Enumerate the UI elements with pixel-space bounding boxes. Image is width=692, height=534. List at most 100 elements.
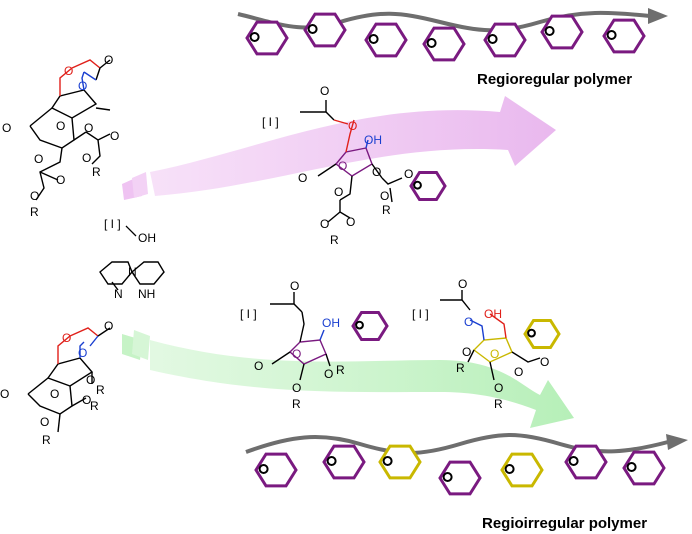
top-polymer-units <box>245 12 646 62</box>
bottom-int2-o4: O <box>462 345 471 359</box>
top-ring-unit-7 <box>602 18 646 54</box>
top-monomer-o6: O <box>110 129 119 143</box>
top-reaction-arrow <box>122 96 556 200</box>
bottom-ring-unit-3-hexagon <box>378 444 422 480</box>
tbd-n2: N <box>114 287 123 301</box>
top-intermediate-ring-symbol <box>409 171 447 201</box>
bottom-monomer-o2: O <box>104 319 113 333</box>
bottom-monomer <box>27 327 111 433</box>
bottom-ring-unit-4-hexagon <box>438 460 482 496</box>
bottom-int2-ring <box>523 319 561 349</box>
bottom-ring-unit-4 <box>438 460 482 496</box>
top-monomer-r1: R <box>92 165 101 179</box>
top-int-o1: O <box>320 84 329 98</box>
bottom-int1-r1: R <box>336 363 345 377</box>
bottom-int1-o5: O <box>292 381 301 395</box>
top-ring-unit-4-hexagon <box>422 26 466 62</box>
bottom-int2-o2: O <box>464 315 473 329</box>
bottom-chain-arrowhead <box>666 434 688 450</box>
top-monomer-o9: O <box>56 173 65 187</box>
bottom-int1-o2: O <box>292 347 301 361</box>
top-ring-unit-3 <box>364 22 408 58</box>
bottom-int2-o6: O <box>540 355 549 369</box>
top-monomer-o4: O <box>56 119 65 133</box>
top-ring-unit-7-hexagon <box>602 18 646 54</box>
bottom-intermediate-purple <box>270 292 331 381</box>
top-ring-unit-5-oxygen <box>487 34 498 44</box>
bottom-ring-unit-2 <box>322 444 366 480</box>
top-ring-unit-6-oxygen <box>544 26 555 36</box>
top-ring-unit-2 <box>303 12 347 48</box>
bottom-int2-o5: O <box>514 365 523 379</box>
top-ring-unit-6-hexagon <box>540 14 584 50</box>
bottom-monomer-o3: O <box>78 346 87 360</box>
bottom-intermediate-yellow <box>440 290 541 381</box>
bottom-int2-r1: R <box>456 361 465 375</box>
top-int-oh: OH <box>364 133 382 147</box>
top-ring-unit-6 <box>540 14 584 50</box>
bottom-int1-ring-oxygen <box>355 320 364 330</box>
top-int-o6: O <box>380 189 389 203</box>
top-monomer-o5: O <box>84 121 93 135</box>
top-int-o8: O <box>334 185 343 199</box>
bottom-ring-unit-2-hexagon <box>322 444 366 480</box>
bottom-int2-o1: O <box>458 277 467 291</box>
top-monomer-o10: O <box>30 189 39 203</box>
bottom-ring-unit-5-oxygen <box>504 464 515 474</box>
top-int-ring <box>409 171 447 201</box>
bottom-int1-ring-hexagon <box>351 311 389 341</box>
top-ring-unit-1 <box>245 20 289 56</box>
bottom-ring-unit-1-hexagon <box>254 452 298 488</box>
bottom-int2-ring-oxygen <box>527 328 536 338</box>
top-monomer-o11: O <box>2 121 11 135</box>
catalyst-tbd <box>99 261 165 291</box>
top-int-r2: R <box>330 233 339 247</box>
top-int-o7: O <box>298 171 307 185</box>
top-ring-unit-7-oxygen <box>606 30 617 40</box>
top-monomer-r2: R <box>30 205 39 219</box>
top-ring-unit-2-oxygen <box>307 24 318 34</box>
bottom-monomer-r3: R <box>42 433 51 447</box>
top-monomer-o8: O <box>34 152 43 166</box>
top-ring-unit-5-hexagon <box>483 22 527 58</box>
bottom-int2-ring-hexagon <box>523 319 561 349</box>
bottom-ring-unit-6-hexagon <box>564 444 608 480</box>
bottom-ring-unit-7-hexagon <box>622 450 666 486</box>
top-int-o5: O <box>404 167 413 181</box>
top-int-o2: O <box>348 119 357 133</box>
bottom-monomer-o8: O <box>40 415 49 429</box>
bottom-int1-initiator: [ I ] <box>240 307 257 321</box>
top-monomer-o2: O <box>104 53 113 67</box>
top-monomer-o7: O <box>82 151 91 165</box>
top-monomer-o1: O <box>64 64 73 78</box>
bottom-ring-unit-3 <box>378 444 422 480</box>
bottom-ring-unit-7 <box>622 450 666 486</box>
top-int-o3: O <box>338 159 347 173</box>
tbd-n: N <box>128 265 137 279</box>
initiator-bracket: [ I ] <box>104 217 121 231</box>
top-intermediate <box>300 100 403 223</box>
top-int-o4: O <box>372 165 381 179</box>
top-monomer <box>29 59 111 201</box>
bottom-reaction-arrow <box>122 330 574 428</box>
bottom-ring-unit-6-oxygen <box>568 456 579 466</box>
top-ring-unit-5 <box>483 22 527 58</box>
top-int-o9: O <box>346 215 355 229</box>
bottom-monomer-r2: R <box>90 399 99 413</box>
bottom-intermediate-yellow-ring-symbol <box>523 319 561 349</box>
top-int-initiator: [ I ] <box>262 115 279 129</box>
initiator: [ I ] OH <box>104 217 156 245</box>
bottom-ring-unit-1 <box>254 452 298 488</box>
bottom-monomer-r1: R <box>96 383 105 397</box>
top-ring-unit-2-hexagon <box>303 12 347 48</box>
bottom-int2-o3: O <box>490 347 499 361</box>
bottom-monomer-o6: O <box>82 393 91 407</box>
bottom-int1-o1: O <box>290 279 299 293</box>
bottom-int2-o7: O <box>494 381 503 395</box>
bottom-monomer-o5: O <box>86 373 95 387</box>
regioregular-label: Regioregular polymer <box>477 71 632 88</box>
bottom-monomer-o4: O <box>50 387 59 401</box>
top-monomer-o3: O <box>78 79 87 93</box>
top-ring-unit-3-oxygen <box>368 34 379 44</box>
